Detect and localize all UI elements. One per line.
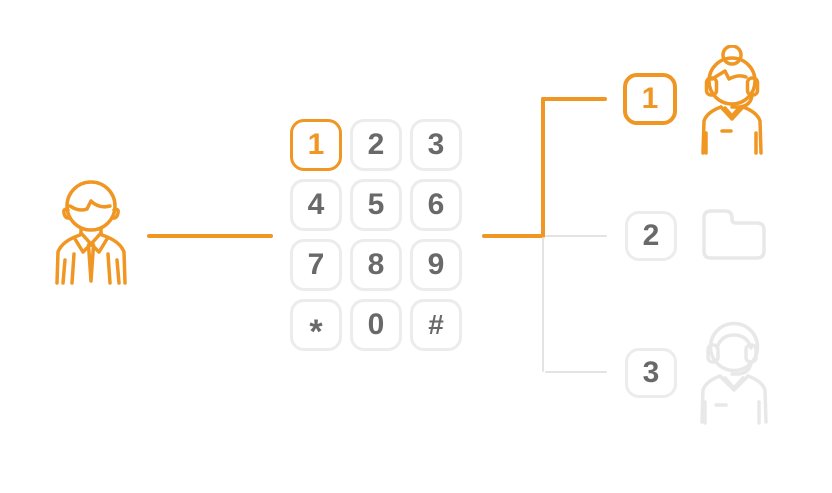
menu-option-box-2: 2	[625, 211, 677, 261]
folder-icon	[702, 209, 766, 260]
keypad-key-4: 4	[290, 179, 342, 231]
branch-line-option2-horizontal	[545, 235, 607, 237]
keypad-key-0: 0	[350, 299, 402, 351]
caller-icon	[55, 180, 127, 285]
connector-caller-to-keypad	[147, 234, 273, 238]
keypad-key-hash: #	[410, 299, 462, 351]
keypad-key-7: 7	[290, 239, 342, 291]
keypad-key-2: 2	[350, 119, 402, 171]
male-support-agent-icon	[700, 321, 768, 425]
phone-keypad: 1 2 3 4 5 6 7 8 9 * 0 #	[290, 119, 462, 351]
connector-keypad-to-branch	[482, 234, 544, 238]
keypad-key-8: 8	[350, 239, 402, 291]
keypad-key-6: 6	[410, 179, 462, 231]
keypad-key-3: 3	[410, 119, 462, 171]
keypad-key-star: *	[290, 299, 342, 351]
keypad-key-1: 1	[290, 119, 342, 171]
menu-option-box-1: 1	[623, 73, 677, 125]
branch-line-option1-horizontal	[541, 97, 607, 101]
menu-option-box-3: 3	[625, 348, 677, 398]
keypad-key-9: 9	[410, 239, 462, 291]
branch-line-option1-vertical	[541, 97, 545, 238]
keypad-key-5: 5	[350, 179, 402, 231]
branch-line-option3-horizontal	[545, 371, 607, 373]
female-support-agent-icon	[701, 45, 763, 155]
branch-line-option3-vertical	[542, 237, 544, 372]
